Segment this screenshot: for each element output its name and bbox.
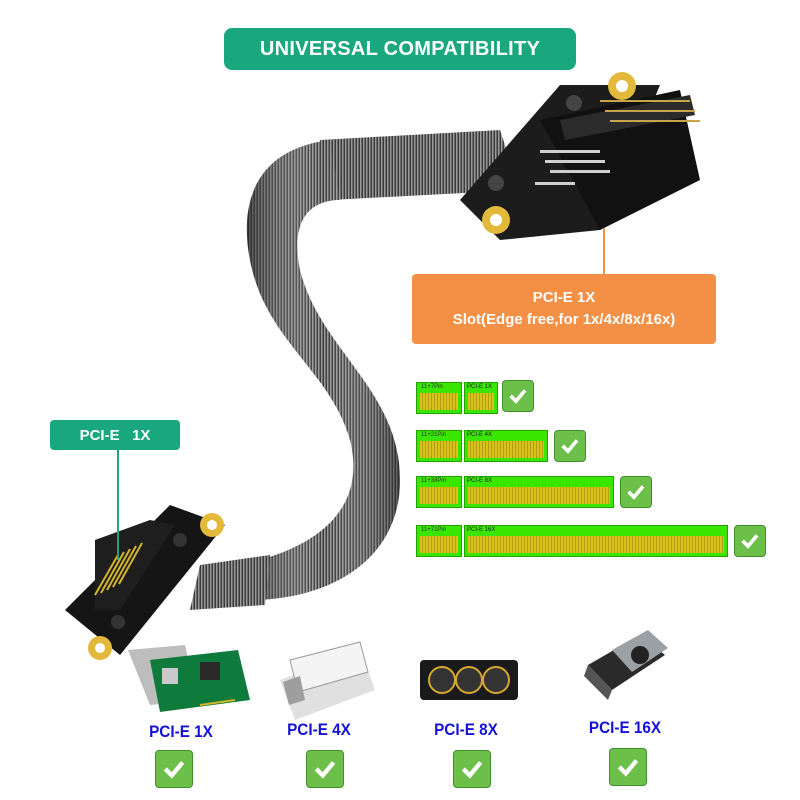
gold-pins <box>420 393 458 410</box>
card-contact-b: PCI-E 1X <box>464 382 498 414</box>
card-label-16x: PCI-E 16X <box>588 718 662 737</box>
card-contact-a: 11+7Pin <box>416 382 462 414</box>
gold-pins <box>420 441 458 458</box>
check-icon <box>734 525 766 557</box>
check-icon-16x <box>609 748 647 786</box>
card-contact-a: 11+71Pin <box>416 525 462 557</box>
bottom-pcie-connector <box>65 505 225 660</box>
slot-label: PCI-E 1X Slot(Edge free,for 1x/4x/8x/16x… <box>412 274 716 344</box>
top-slot-connector <box>460 72 700 240</box>
card-label: PCI-E 1X <box>467 384 493 390</box>
check-icon <box>554 430 586 462</box>
check-icon <box>502 380 534 412</box>
gpu-8x-image <box>420 660 518 700</box>
card-label: PCI-E 8X <box>467 478 493 484</box>
left-connector-label: PCI-E 1X <box>50 420 180 450</box>
raid-card-image <box>280 641 375 720</box>
slot-label-line1: PCI-E 1X <box>532 289 596 306</box>
card-contact-a: 11+38Pin <box>416 476 462 508</box>
ribbon-cable-bottom <box>190 555 270 610</box>
pin-label: 11+71Pin <box>421 527 447 533</box>
card-label: PCI-E 16X <box>467 527 496 533</box>
gold-pins <box>468 536 724 553</box>
slot-label-line2: Slot(Edge free,for 1x/4x/8x/16x) <box>452 311 676 328</box>
pin-label: 11+21Pin <box>421 432 447 438</box>
card-label-1x: PCI-E 1X <box>149 722 213 741</box>
card-label-8x: PCI-E 8X <box>434 720 498 739</box>
card-contact-b: PCI-E 16X <box>464 525 728 557</box>
gold-pins <box>468 441 544 458</box>
card-label: PCI-E 4X <box>467 432 493 438</box>
card-contact-b: PCI-E 4X <box>464 430 548 462</box>
gpu-16x-image <box>584 630 668 700</box>
pin-label: 11+38Pin <box>421 478 447 484</box>
pin-label: 11+7Pin <box>421 384 443 390</box>
card-contact-a: 11+21Pin <box>416 430 462 462</box>
check-icon-8x <box>453 750 491 788</box>
ribbon-cable-top <box>320 130 520 200</box>
card-contact-b: PCI-E 8X <box>464 476 614 508</box>
gold-pins <box>468 393 494 410</box>
check-icon-4x <box>306 750 344 788</box>
check-icon-1x <box>155 750 193 788</box>
gold-pins <box>468 487 610 504</box>
gold-pins <box>420 536 458 553</box>
network-card-image <box>128 645 250 712</box>
gold-pins <box>420 487 458 504</box>
card-label-4x: PCI-E 4X <box>287 720 351 739</box>
check-icon <box>620 476 652 508</box>
title-banner: UNIVERSAL COMPATIBILITY <box>224 28 576 70</box>
